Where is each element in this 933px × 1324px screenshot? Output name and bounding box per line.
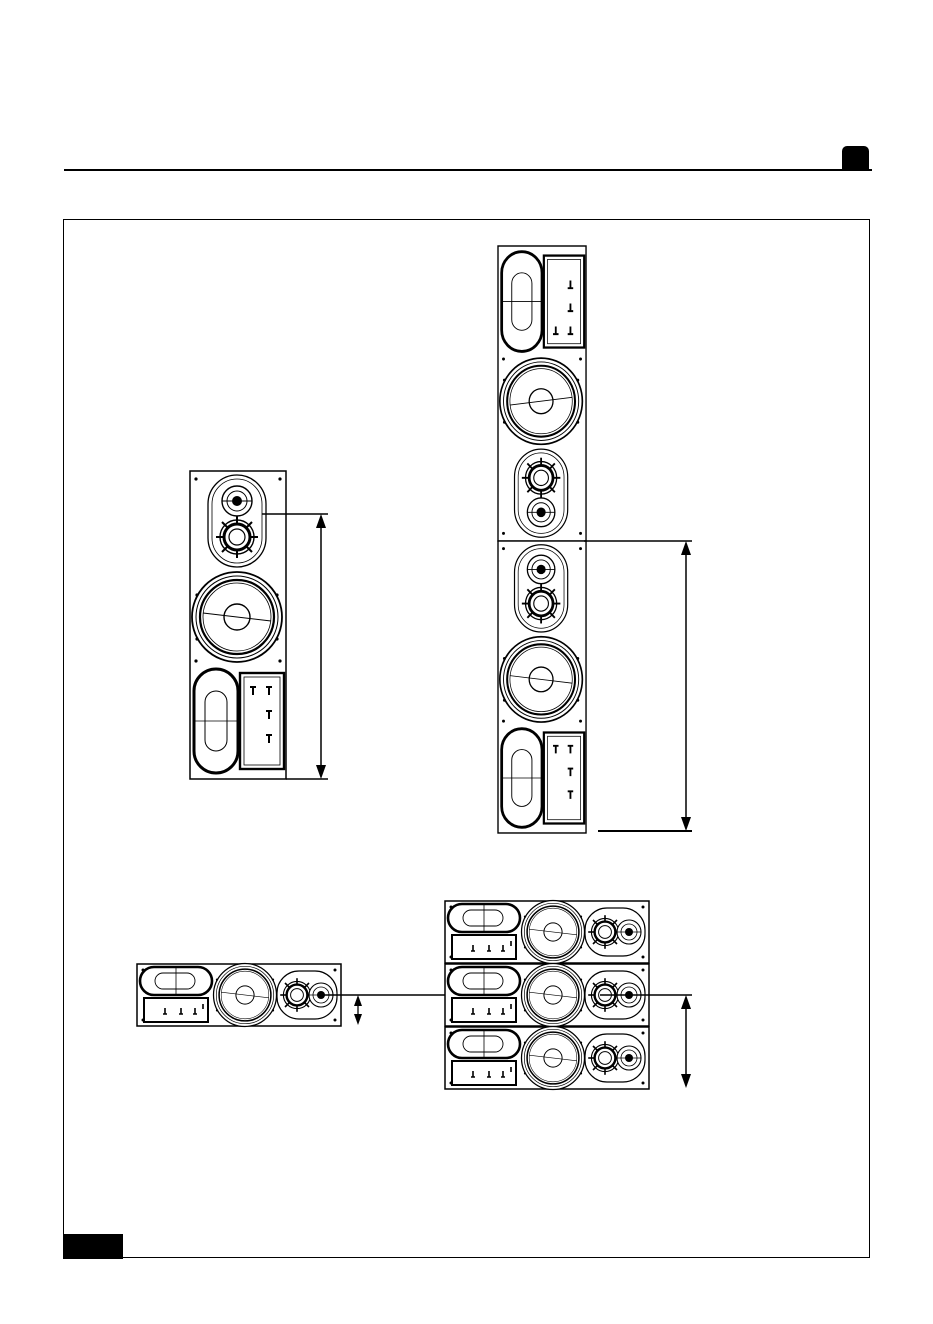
- figure-triple-horizontal: [445, 901, 692, 1090]
- figure-double-vertical: [498, 246, 692, 833]
- figure-single-horizontal: [137, 964, 446, 1027]
- figure-single-vertical: [190, 471, 328, 779]
